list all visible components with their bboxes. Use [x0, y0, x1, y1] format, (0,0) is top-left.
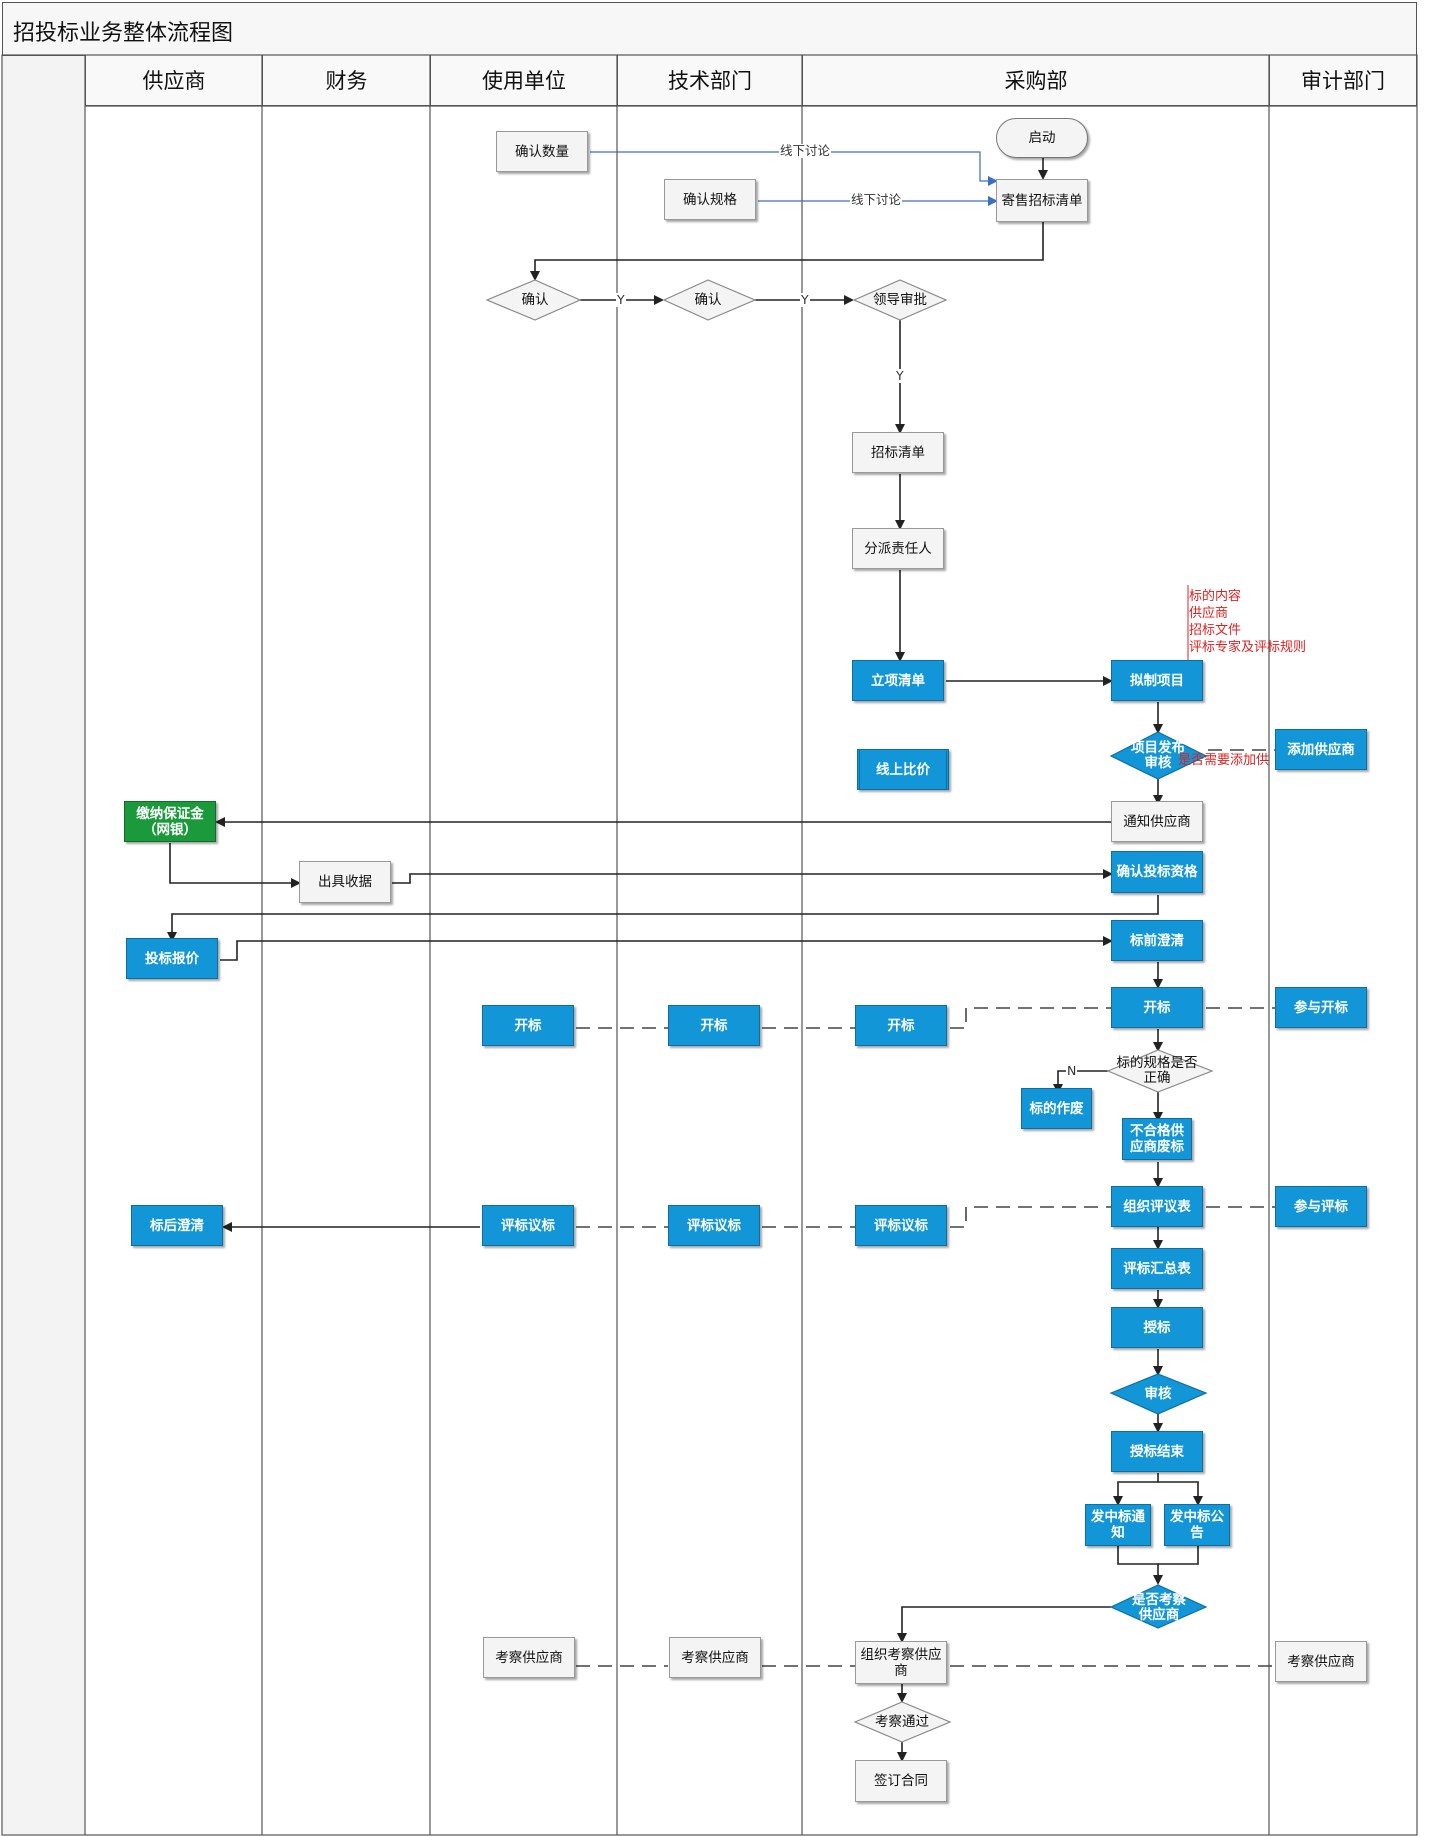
award-end-box[interactable]: 授标结束 — [1111, 1431, 1203, 1472]
label-yes-1: Y — [616, 292, 626, 307]
diamond-spec-correct[interactable] — [1106, 1049, 1214, 1093]
audit-join-eval-box[interactable]: 参与评标 — [1275, 1186, 1367, 1227]
diamond-confirm-user[interactable] — [485, 279, 582, 321]
lane-header-supplier: 供应商 — [85, 55, 262, 106]
tender-list-box[interactable]: 招标清单 — [852, 432, 944, 473]
inspect-question-text: 是否考察供应商 — [1132, 1592, 1186, 1623]
eval-user-box[interactable]: 评标议标 — [482, 1205, 574, 1246]
award-box[interactable]: 授标 — [1111, 1307, 1203, 1348]
project-list-box[interactable]: 立项清单 — [852, 660, 944, 701]
label-yes-2: Y — [800, 292, 810, 307]
add-supplier-note: 是否需要添加供 — [1178, 753, 1270, 768]
notify-supplier-box[interactable]: 通知供应商 — [1111, 801, 1203, 842]
diamond-publish-review[interactable] — [1109, 731, 1208, 780]
organize-inspection-box[interactable]: 组织考察供应商 — [855, 1641, 947, 1684]
void-bid-box[interactable]: 标的作废 — [1021, 1088, 1092, 1129]
bid-quotation-box[interactable]: 投标报价 — [126, 938, 218, 979]
pre-bid-clarify-box[interactable]: 标前澄清 — [1111, 920, 1203, 961]
inspect-supplier-audit-box[interactable]: 考察供应商 — [1275, 1641, 1367, 1682]
diamond-confirm-tech[interactable] — [662, 279, 757, 321]
open-bid-tech-box[interactable]: 开标 — [668, 1005, 760, 1046]
flow-arrows — [167, 157, 1203, 1762]
label-no-1: N — [1066, 1063, 1078, 1078]
lane-header-procurement: 采购部 — [802, 55, 1269, 106]
draft-project-box[interactable]: 拟制项目 — [1111, 660, 1203, 701]
inspect-pass-text: 考察通过 — [875, 1713, 929, 1730]
disqualify-supplier-box[interactable]: 不合格供应商废标 — [1122, 1118, 1192, 1160]
inspect-supplier-user-box[interactable]: 考察供应商 — [483, 1637, 575, 1678]
review-text: 审核 — [1144, 1385, 1172, 1402]
diamond-review[interactable] — [1109, 1373, 1208, 1415]
assign-owner-box[interactable]: 分派责任人 — [852, 528, 944, 569]
eval-summary-box[interactable]: 评标汇总表 — [1111, 1248, 1203, 1289]
confirm-qualification-box[interactable]: 确认投标资格 — [1111, 851, 1203, 893]
win-notice-box[interactable]: 发中标通知 — [1085, 1504, 1151, 1546]
note-line: 标的内容 — [1189, 589, 1242, 604]
note-line: 供应商 — [1189, 606, 1229, 621]
eval-proc-box[interactable]: 评标议标 — [855, 1205, 947, 1246]
confirm-quantity-box[interactable]: 确认数量 — [496, 131, 588, 172]
confirm-tech-text: 确认 — [694, 291, 722, 308]
diamond-inspect-pass[interactable] — [853, 1701, 952, 1743]
lane-header-user-unit: 使用单位 — [430, 55, 617, 106]
confirm-spec-box[interactable]: 确认规格 — [664, 179, 756, 220]
start-node[interactable]: 启动 — [996, 118, 1088, 158]
open-bid-user-box[interactable]: 开标 — [482, 1005, 574, 1046]
title-bar: 招投标业务整体流程图 — [2, 2, 1417, 56]
diamond-leader-approve[interactable] — [852, 279, 948, 321]
note-line: 评标专家及评标规则 — [1189, 640, 1307, 655]
win-announce-box[interactable]: 发中标公告 — [1164, 1504, 1230, 1546]
discussion-links — [590, 151, 998, 206]
spec-correct-text: 标的规格是否正确 — [1116, 1055, 1198, 1086]
pay-deposit-box[interactable]: 缴纳保证金（网银） — [124, 801, 216, 842]
publish-review-text: 项目发布审核 — [1131, 740, 1185, 771]
open-bid-proc-left-box[interactable]: 开标 — [855, 1005, 947, 1046]
audit-join-open-box[interactable]: 参与开标 — [1275, 987, 1367, 1028]
tender-list-request-box[interactable]: 寄售招标清单 — [996, 179, 1088, 222]
organize-eval-box[interactable]: 组织评议表 — [1111, 1186, 1203, 1227]
decision-shapes — [485, 279, 1214, 1743]
leader-approve-text: 领导审批 — [873, 291, 927, 308]
diamond-inspect-question[interactable] — [1109, 1584, 1208, 1629]
post-bid-clarify-box[interactable]: 标后澄清 — [131, 1205, 223, 1246]
sign-contract-box[interactable]: 签订合同 — [855, 1760, 947, 1802]
add-supplier-box[interactable]: 添加供应商 — [1275, 729, 1367, 770]
label-offline-discussion-1: 线下讨论 — [779, 143, 832, 158]
issue-receipt-box[interactable]: 出具收据 — [299, 861, 391, 903]
label-yes-3: Y — [895, 368, 905, 383]
inspect-supplier-tech-box[interactable]: 考察供应商 — [669, 1637, 761, 1678]
eval-tech-box[interactable]: 评标议标 — [668, 1205, 760, 1246]
dashed-links — [576, 749, 1275, 1667]
page-title: 招投标业务整体流程图 — [13, 21, 234, 46]
note-line: 招标文件 — [1189, 623, 1242, 638]
open-bid-main-box[interactable]: 开标 — [1111, 987, 1203, 1028]
lane-header-audit-dept: 审计部门 — [1269, 55, 1417, 106]
draft-project-note: 标的内容 供应商 招标文件 评标专家及评标规则 — [1189, 588, 1329, 656]
lane-grid — [1, 54, 1418, 1836]
confirm-user-text: 确认 — [521, 291, 549, 308]
label-offline-discussion-2: 线下讨论 — [850, 192, 903, 207]
online-price-compare-box[interactable]: 线上比价 — [857, 749, 949, 790]
